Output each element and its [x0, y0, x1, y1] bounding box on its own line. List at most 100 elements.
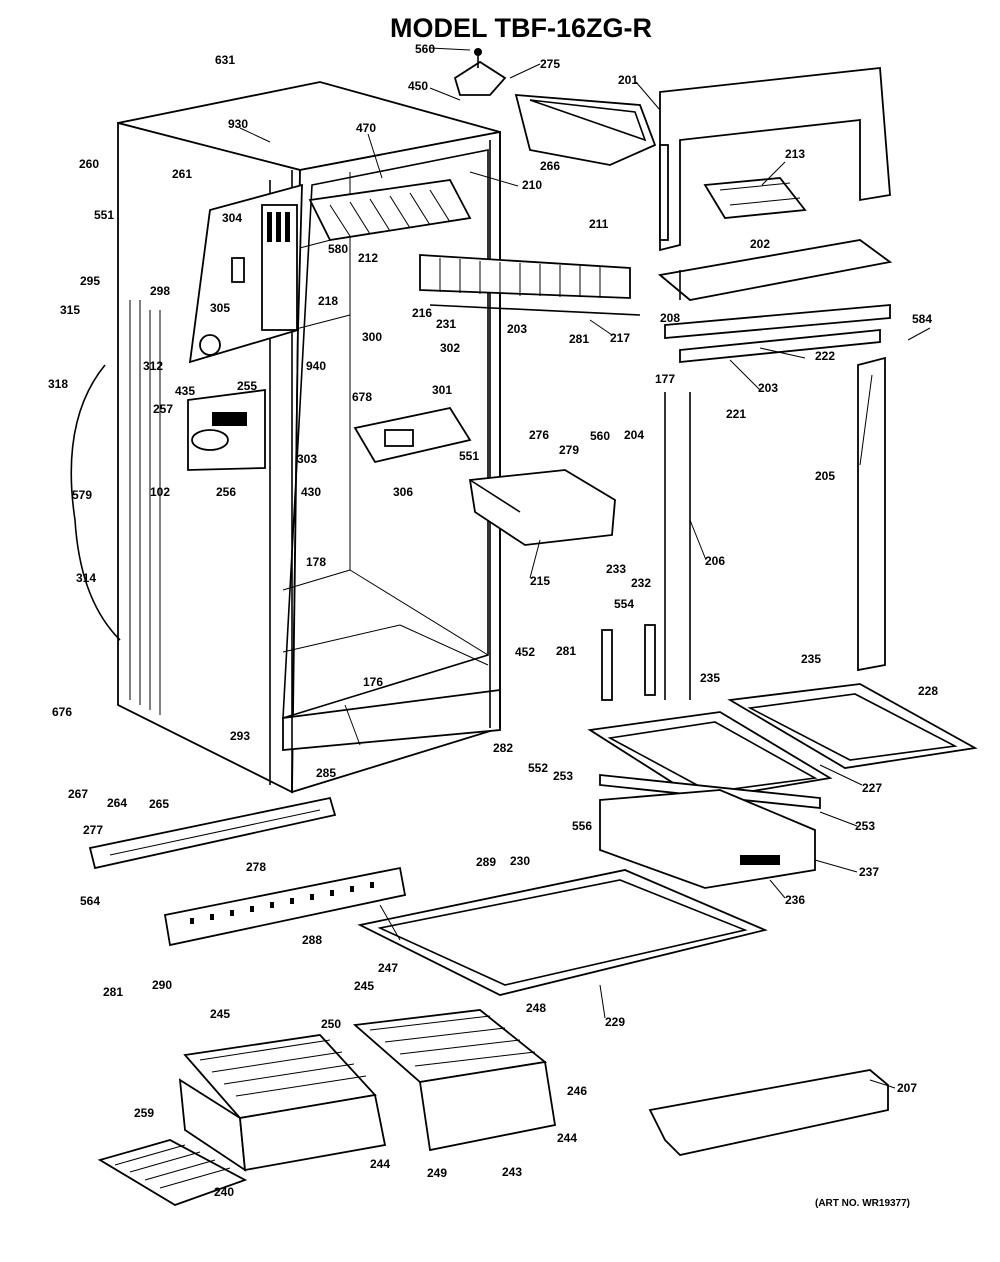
callout-label: 233: [606, 562, 626, 576]
art-number: (ART NO. WR19377): [815, 1198, 910, 1209]
mullion-bar: [679, 329, 881, 363]
callout-label: 213: [785, 147, 805, 161]
shelf-right: [727, 683, 978, 769]
callout-label: 302: [440, 341, 460, 355]
callout-label: 245: [354, 979, 374, 993]
shelf-left: [587, 711, 833, 801]
callout-label: 305: [210, 301, 230, 315]
callout-label: 245: [210, 1007, 230, 1021]
callout-label: 216: [412, 306, 432, 320]
callout-label: 229: [605, 1015, 625, 1029]
callout-label: 102: [150, 485, 170, 499]
callout-label: 435: [175, 384, 195, 398]
callout-label: 218: [318, 294, 338, 308]
callout-label: 250: [321, 1017, 341, 1031]
callout-label: 206: [705, 554, 725, 568]
defrost-tube: [70, 364, 121, 641]
callout-label: 228: [918, 684, 938, 698]
callout-label: 940: [306, 359, 326, 373]
callout-label: 256: [216, 485, 236, 499]
callout-label: 300: [362, 330, 382, 344]
ice-tray: [703, 177, 807, 219]
callout-label: 579: [72, 488, 92, 502]
door-gasket-strip: [857, 356, 886, 672]
filter-mat: [97, 1139, 248, 1206]
callout-label: 222: [815, 349, 835, 363]
callout-label: 207: [897, 1081, 917, 1095]
callout-label: 676: [52, 705, 72, 719]
toe-grille: [163, 866, 407, 947]
crisper-pan-right: [352, 1009, 557, 1152]
callout-label: 315: [60, 303, 80, 317]
glass-shelf: [357, 869, 768, 996]
callout-label: 232: [631, 576, 651, 590]
shelf-support-left: [601, 629, 613, 701]
callout-label: 177: [655, 372, 675, 386]
callout-label: 227: [862, 781, 882, 795]
callout-label: 246: [567, 1084, 587, 1098]
callout-label: 312: [143, 359, 163, 373]
callout-label: 235: [801, 652, 821, 666]
callout-label: 249: [427, 1166, 447, 1180]
callout-label: 279: [559, 443, 579, 457]
callout-label: 248: [526, 1001, 546, 1015]
callout-label: 230: [510, 854, 530, 868]
callout-label: 282: [493, 741, 513, 755]
callout-label: 281: [556, 644, 576, 658]
door-trim-strip: [664, 304, 891, 339]
callout-label: 208: [660, 311, 680, 325]
leader-lines: [239, 47, 931, 1089]
meat-tray: [353, 406, 472, 464]
callout-label: 293: [230, 729, 250, 743]
callout-label: 203: [507, 322, 527, 336]
callout-label: 564: [80, 894, 100, 908]
callout-label: 452: [515, 645, 535, 659]
callout-labels: 631 560 275 450 201 930 470 266 213 260 …: [48, 42, 938, 1199]
control-housing: [188, 183, 303, 364]
callout-label: 243: [502, 1165, 522, 1179]
callout-label: 205: [815, 469, 835, 483]
callout-label: 631: [215, 53, 235, 67]
callout-label: 240: [214, 1185, 234, 1199]
freezer-door-liner: [659, 67, 891, 252]
callout-label: 264: [107, 796, 127, 810]
ice-bucket: [514, 94, 657, 166]
model-title: MODEL TBF-16ZG-R: [390, 13, 652, 43]
callout-label: 267: [68, 787, 88, 801]
callout-label: 265: [149, 797, 169, 811]
callout-label: 236: [785, 893, 805, 907]
callout-label: 204: [624, 428, 644, 442]
hinge-rod: [664, 392, 691, 700]
callout-label: 551: [459, 449, 479, 463]
callout-label: 247: [378, 961, 398, 975]
callout-label: 290: [152, 978, 172, 992]
callout-label: 295: [80, 274, 100, 288]
callout-label: 281: [103, 985, 123, 999]
callout-label: 202: [750, 237, 770, 251]
callout-label: 276: [529, 428, 549, 442]
callout-label: 244: [370, 1157, 390, 1171]
callout-label: 304: [222, 211, 242, 225]
callout-label: 203: [758, 381, 778, 395]
callout-label: 551: [94, 208, 114, 222]
callout-label: 178: [306, 555, 326, 569]
callout-label: 278: [246, 860, 266, 874]
callout-label: 298: [150, 284, 170, 298]
callout-label: 318: [48, 377, 68, 391]
callout-label: 221: [726, 407, 746, 421]
callout-label: 253: [855, 819, 875, 833]
callout-label: 212: [358, 251, 378, 265]
callout-label: 556: [572, 819, 592, 833]
callout-label: 235: [700, 671, 720, 685]
callout-label: 260: [79, 157, 99, 171]
callout-label: 244: [557, 1131, 577, 1145]
callout-label: 217: [610, 331, 630, 345]
callout-label: 560: [415, 42, 435, 56]
door-bin: [648, 1069, 889, 1156]
callout-label: 255: [237, 379, 257, 393]
crisper-pan-left: [178, 1034, 387, 1172]
callout-label: 306: [393, 485, 413, 499]
callout-label: 301: [432, 383, 452, 397]
callout-label: 237: [859, 865, 879, 879]
